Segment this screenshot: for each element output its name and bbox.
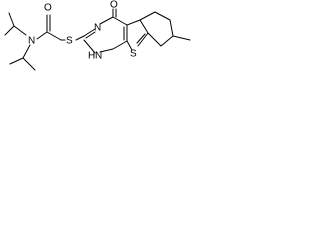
bond bbox=[126, 19, 141, 26]
bond bbox=[99, 16, 114, 25]
bond bbox=[46, 31, 62, 41]
amide-nitrogen-label: N bbox=[28, 36, 35, 47]
molecule-structure: O N S N O H N S bbox=[4, 0, 191, 71]
ring-nitrogen-label: N bbox=[94, 23, 101, 34]
bond bbox=[160, 35, 174, 47]
carbonyl-oxygen-label: O bbox=[44, 3, 52, 14]
bond bbox=[169, 19, 174, 37]
bond bbox=[22, 44, 31, 59]
ring-nh-h-label: H bbox=[88, 51, 95, 62]
bond bbox=[85, 31, 96, 39]
bond bbox=[83, 39, 96, 54]
bond bbox=[75, 35, 85, 41]
bond bbox=[154, 11, 171, 21]
bond bbox=[172, 35, 191, 41]
bond bbox=[99, 48, 114, 53]
bond bbox=[4, 25, 15, 36]
ring-nh-n-label: N bbox=[95, 51, 102, 62]
bond bbox=[147, 32, 162, 47]
bond bbox=[8, 12, 15, 27]
bond bbox=[126, 40, 133, 51]
bond bbox=[136, 33, 146, 44]
ring-oxo-oxygen-label: O bbox=[110, 0, 118, 11]
bond bbox=[112, 16, 128, 26]
bond bbox=[36, 31, 48, 40]
thioether-sulfur-label: S bbox=[66, 36, 73, 47]
bond bbox=[139, 11, 156, 21]
bond bbox=[137, 32, 149, 47]
bond bbox=[83, 28, 96, 37]
bond bbox=[13, 25, 27, 36]
bond bbox=[139, 19, 149, 34]
molecule-diagram: O N S N O H N S bbox=[0, 0, 202, 80]
atom-labels: O N S N O H N S bbox=[28, 0, 137, 62]
bond-lines bbox=[4, 8, 191, 71]
bond bbox=[112, 40, 128, 50]
thiophene-sulfur-label: S bbox=[130, 49, 137, 60]
bond bbox=[22, 57, 36, 71]
bond bbox=[9, 57, 24, 65]
